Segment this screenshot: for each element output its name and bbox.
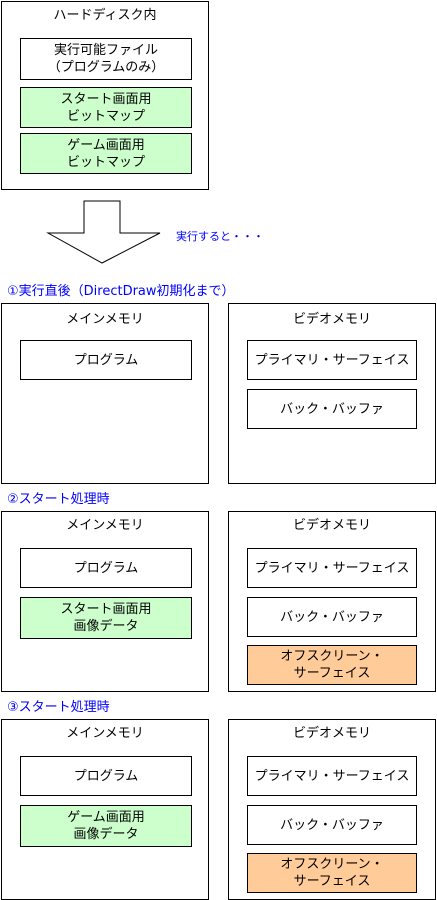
stage2-offscreen-line2: サーフェイス [293,666,371,681]
stage2-offscreen-line1: オフスクリーン・ [280,649,384,664]
stage2-video-memory-panel: ビデオメモリ プライマリ・サーフェイス バック・バッファ オフスクリーン・ サー… [228,511,436,692]
stage3-game-image-data-box: ゲーム画面用 画像データ [20,805,192,847]
stage3-offscreen-line2: サーフェイス [293,874,371,889]
stage1-video-memory-panel: ビデオメモリ プライマリ・サーフェイス バック・バッファ [228,303,436,484]
stage3-offscreen-line1: オフスクリーン・ [280,857,384,872]
stage1-video-memory-title: ビデオメモリ [292,312,371,327]
start-bitmap-line2: ビットマップ [66,108,145,124]
stage3-primary-surface-label: プライマリ・サーフェイス [254,768,410,784]
stage3-back-buffer-label: バック・バッファ [280,817,384,833]
stage1-primary-surface-box: プライマリ・サーフェイス [247,340,417,380]
executable-line2: （プログラムのみ） [47,60,165,75]
stage2-primary-surface-box: プライマリ・サーフェイス [247,548,417,588]
stage2-heading: ②スタート処理時 [7,492,110,507]
stage2-back-buffer-box: バック・バッファ [247,597,417,637]
stage3-program-box: プログラム [20,756,192,796]
stage1-program-box: プログラム [20,340,192,380]
stage2-start-image-line2: 画像データ [73,619,139,634]
stage2-main-memory-panel: メインメモリ プログラム スタート画面用 画像データ [1,511,209,692]
stage3-video-memory-title: ビデオメモリ [292,726,371,741]
start-bitmap-box: スタート画面用 ビットマップ [20,87,192,128]
stage2-primary-surface-label: プライマリ・サーフェイス [254,560,410,576]
stage3-heading: ③スタート処理時 [7,700,110,715]
executable-line1: 実行可能ファイル [53,43,158,58]
arrow-note: 実行すると・・・ [176,230,264,243]
game-bitmap-line2: ビットマップ [66,154,145,170]
stage1-program-label: プログラム [73,352,139,368]
start-bitmap-line1: スタート画面用 [60,91,152,107]
game-bitmap-box: ゲーム画面用 ビットマップ [20,133,192,174]
stage1-heading: ①実行直後（DirectDraw初期化まで） [7,284,235,299]
stage3-game-image-line1: ゲーム画面用 [67,810,145,825]
executable-file-box: 実行可能ファイル （プログラムのみ） [20,38,192,80]
game-bitmap-line1: ゲーム画面用 [67,137,145,153]
stage2-start-image-data-box: スタート画面用 画像データ [20,597,192,639]
stage1-back-buffer-box: バック・バッファ [247,389,417,429]
stage3-video-memory-panel: ビデオメモリ プライマリ・サーフェイス バック・バッファ オフスクリーン・ サー… [228,719,436,900]
stage1-main-memory-panel: メインメモリ プログラム [1,303,209,484]
stage3-offscreen-surface-box: オフスクリーン・ サーフェイス [247,853,417,893]
stage3-back-buffer-box: バック・バッファ [247,805,417,845]
stage2-program-box: プログラム [20,548,192,588]
stage3-program-label: プログラム [73,768,139,784]
harddisk-panel: ハードディスク内 実行可能ファイル （プログラムのみ） スタート画面用 ビットマ… [1,1,209,190]
stage3-game-image-line2: 画像データ [73,827,139,842]
stage2-main-memory-title: メインメモリ [66,518,144,533]
stage2-program-label: プログラム [73,560,139,576]
stage2-video-memory-title: ビデオメモリ [292,518,371,533]
stage3-main-memory-panel: メインメモリ プログラム ゲーム画面用 画像データ [1,719,209,900]
stage1-back-buffer-label: バック・バッファ [280,401,384,417]
stage1-main-memory-title: メインメモリ [66,312,144,327]
stage2-back-buffer-label: バック・バッファ [280,609,384,625]
harddisk-title: ハードディスク内 [53,8,157,23]
stage3-main-memory-title: メインメモリ [66,726,144,741]
stage2-offscreen-surface-box: オフスクリーン・ サーフェイス [247,645,417,685]
stage2-start-image-line1: スタート画面用 [60,602,152,617]
stage1-primary-surface-label: プライマリ・サーフェイス [254,352,410,368]
stage3-primary-surface-box: プライマリ・サーフェイス [247,756,417,796]
down-arrow-icon [46,200,161,264]
